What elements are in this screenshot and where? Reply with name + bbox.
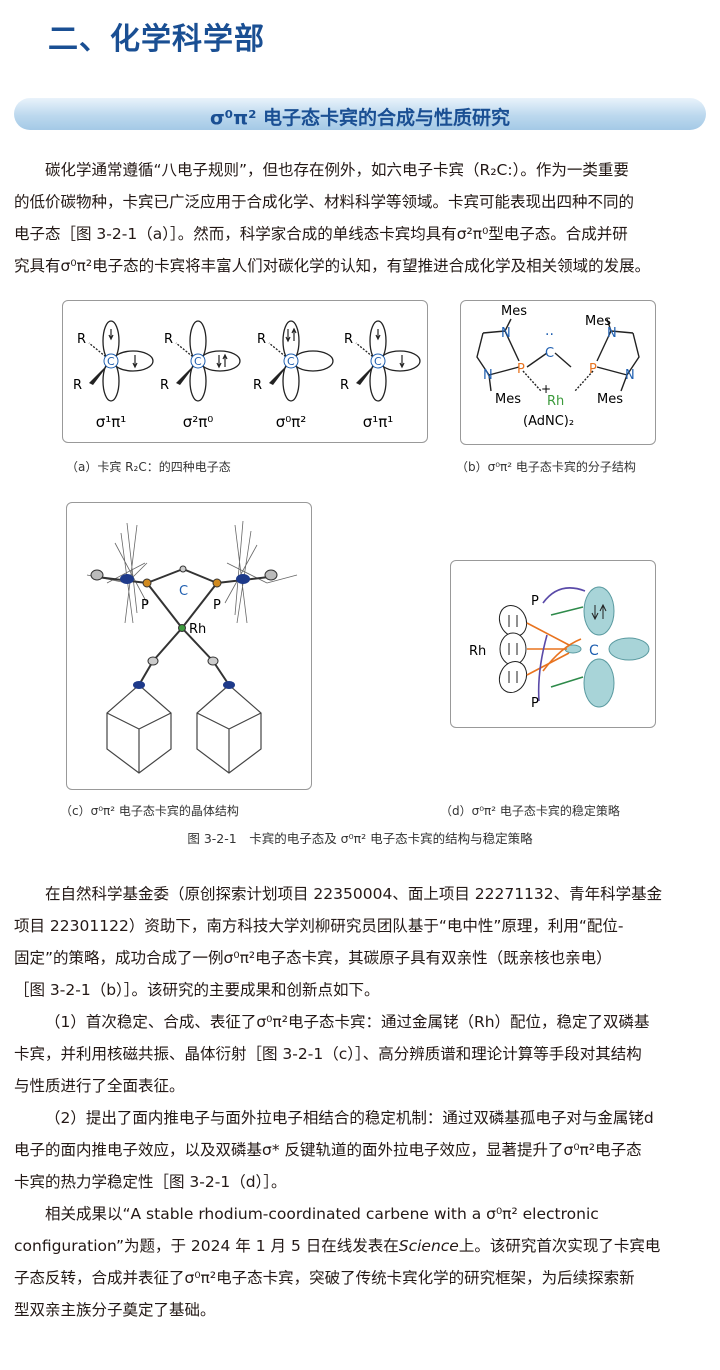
figure-caption: 图 3-2-1 卡宾的电子态及 σ⁰π² 电子态卡宾的结构与稳定策略 — [187, 831, 533, 846]
body-line: 相关成果以“A stable rhodium-coordinated carbe… — [45, 1205, 599, 1223]
nitrogen-label: N — [625, 368, 635, 383]
intro-paragraph: 碳化学通常遵循“八电子规则”，但也存在例外，如六电子卡宾（R₂C:）。作为一类重… — [14, 154, 706, 282]
rhodium-label: Rh — [189, 622, 206, 637]
state-label: σ¹π¹ — [96, 413, 127, 431]
molecular-structure-diagram: Mes Mes Mes Mes N N N N P P ·· C + Rh (A… — [476, 304, 640, 429]
body-line: 固定”的策略，成功合成了一例σ⁰π²电子态卡宾，其碳原子具有双亲性（既亲核也亲电… — [14, 949, 612, 967]
panel-b-frame: Mes Mes Mes Mes N N N N P P ·· C + Rh (A… — [460, 300, 656, 445]
carbon-label: C — [179, 584, 188, 599]
phosphorus-label: P — [531, 594, 539, 609]
panel-a-caption: （a）卡宾 R₂C：的四种电子态 — [66, 460, 231, 474]
phosphorus-label: P — [589, 362, 597, 377]
body-paragraph-3: （2）提出了面内推电子与面外拉电子相结合的稳定机制：通过双磷基孤电子对与金属铑d… — [14, 1102, 706, 1198]
nitrogen-label: N — [501, 326, 511, 341]
mes-label: Mes — [501, 304, 527, 319]
banner-title: σ⁰π² 电子态卡宾的合成与性质研究 — [209, 107, 511, 129]
body-paragraph-2: （1）首次稳定、合成、表征了σ⁰π²电子态卡宾：通过金属铑（Rh）配位，稳定了双… — [14, 1006, 706, 1102]
mes-label: Mes — [495, 392, 521, 407]
body-line: 卡宾，并利用核磁共振、晶体衍射［图 3-2-1（c）］、高分辨质谱和理论计算等手… — [14, 1045, 642, 1063]
phosphorus-label: P — [141, 598, 149, 613]
body-line: 子态反转，合成并表征了σ⁰π²电子态卡宾，突破了传统卡宾化学的研究框架，为后续探… — [14, 1269, 635, 1287]
body-line: 电子的面内推电子效应，以及双磷基σ* 反键轨道的面外拉电子效应，显著提升了σ⁰π… — [14, 1141, 642, 1159]
atom-r-label: R — [257, 332, 266, 347]
nitrogen-label: N — [607, 326, 617, 341]
rhodium-label: Rh — [547, 394, 564, 409]
panel-d-caption: （d）σ⁰π² 电子态卡宾的稳定策略 — [440, 804, 620, 818]
rhodium-label: Rh — [469, 644, 486, 659]
panel-c-caption: （c）σ⁰π² 电子态卡宾的晶体结构 — [60, 804, 239, 818]
body-paragraph-4: 相关成果以“A stable rhodium-coordinated carbe… — [14, 1198, 706, 1326]
panel-a-frame: R R C R R C R R C R R C σ¹π¹ — [62, 300, 428, 443]
panel-d-frame: P P Rh C — [450, 560, 656, 728]
section-title: 二、化学科学部 — [48, 22, 265, 57]
atom-c-label: C — [194, 355, 202, 368]
journal-name: Science — [398, 1237, 459, 1255]
carbon-label: C — [589, 643, 599, 659]
body-line: 卡宾的热力学稳定性［图 3-2-1（d）］。 — [14, 1173, 287, 1191]
atom-r-label: R — [73, 378, 82, 393]
state-label: σ¹π¹ — [363, 413, 394, 431]
nitrogen-label: N — [483, 368, 493, 383]
crystal-structure-diagram: P P C Rh — [86, 520, 298, 774]
atom-r-label: R — [164, 332, 173, 347]
phosphorus-label: P — [213, 598, 221, 613]
phosphorus-label: P — [517, 362, 525, 377]
intro-line: 的低价碳物种，卡宾已广泛应用于合成化学、材料科学等领域。卡宾可能表现出四种不同的 — [14, 193, 635, 211]
stabilization-strategy-diagram: P P Rh C — [469, 586, 650, 711]
atom-r-label: R — [253, 378, 262, 393]
title-banner: σ⁰π² 电子态卡宾的合成与性质研究 — [14, 98, 706, 130]
body-line: ［图 3-2-1（b）］。该研究的主要成果和创新点如下。 — [14, 981, 380, 999]
carbene-states-diagram: R R C R R C R R C R R C σ¹π¹ — [73, 320, 421, 431]
phosphorus-label: P — [531, 696, 539, 711]
atom-r-label: R — [77, 332, 86, 347]
atom-c-label: C — [107, 355, 115, 368]
panel-c-frame: P P C Rh — [66, 502, 312, 790]
atom-r-label: R — [340, 378, 349, 393]
intro-line: 电子态［图 3-2-1（a）］。然而，科学家合成的单线态卡宾均具有σ²π⁰型电子… — [14, 225, 628, 243]
body-line: （1）首次稳定、合成、表征了σ⁰π²电子态卡宾：通过金属铑（Rh）配位，稳定了双… — [45, 1013, 650, 1031]
body-line: 上。该研究首次实现了卡宾电 — [458, 1237, 661, 1255]
body-line: （2）提出了面内推电子与面外拉电子相结合的稳定机制：通过双磷基孤电子对与金属铑d — [45, 1109, 654, 1127]
atom-r-label: R — [344, 332, 353, 347]
body-line: 在自然科学基金委（原创探索计划项目 22350004、面上项目 22271132… — [45, 885, 663, 903]
lone-pair: ·· — [545, 327, 554, 343]
carbon-label: C — [545, 346, 554, 361]
intro-line: 究具有σ⁰π²电子态的卡宾将丰富人们对碳化学的认知，有望推进合成化学及相关领域的… — [14, 257, 651, 275]
state-label: σ⁰π² — [276, 413, 307, 431]
body-paragraph-1: 在自然科学基金委（原创探索计划项目 22350004、面上项目 22271132… — [14, 878, 706, 1006]
panel-b-caption: （b）σ⁰π² 电子态卡宾的分子结构 — [456, 460, 636, 474]
mes-label: Mes — [585, 314, 611, 329]
body-line: 型双亲主族分子奠定了基础。 — [14, 1301, 216, 1319]
atom-c-label: C — [374, 355, 382, 368]
body-line: 项目 22301122）资助下，南方科技大学刘柳研究员团队基于“电中性”原理，利… — [14, 917, 624, 935]
atom-c-label: C — [287, 355, 295, 368]
charge-label: + — [541, 382, 551, 396]
body-line: configuration”为题，于 2024 年 1 月 5 日在线发表在 — [14, 1237, 399, 1255]
ligand-label: (AdNC)₂ — [523, 414, 574, 429]
mes-label: Mes — [597, 392, 623, 407]
atom-r-label: R — [160, 378, 169, 393]
body-line: 与性质进行了全面表征。 — [14, 1077, 185, 1095]
intro-line: 碳化学通常遵循“八电子规则”，但也存在例外，如六电子卡宾（R₂C:）。作为一类重… — [45, 161, 629, 179]
state-label: σ²π⁰ — [183, 413, 214, 431]
